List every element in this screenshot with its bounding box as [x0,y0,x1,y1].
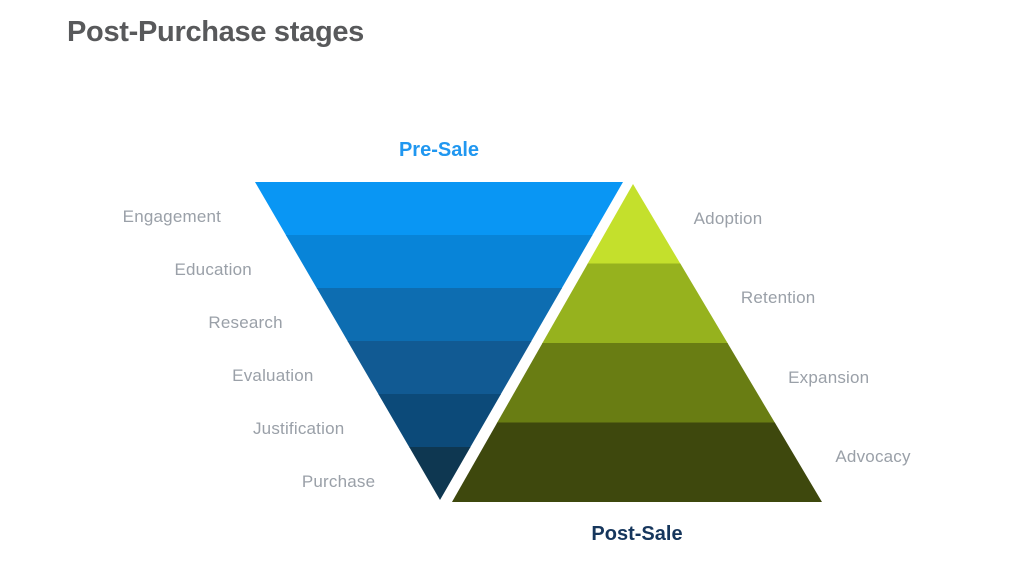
stage-label-evaluation: Evaluation [232,365,314,385]
pre-sale-band-education [285,235,593,289]
post-sale-band-retention [542,263,728,344]
pre-sale-band-evaluation [347,341,532,395]
stage-label-advocacy: Advocacy [835,447,911,467]
pre-sale-label: Pre-Sale [398,139,480,161]
stage-label-engagement: Engagement [122,206,222,226]
pre-sale-band-justification [378,394,501,448]
post-sale-band-expansion [496,343,776,424]
stage-label-education: Education [174,259,252,279]
pre-sale-band-engagement [255,182,623,236]
pre-sale-band-purchase [409,447,471,500]
post-sale-band-advocacy [452,422,822,502]
stage-label-retention: Retention [740,288,816,308]
stage-label-adoption: Adoption [693,208,763,228]
post-sale-pyramid [452,184,822,502]
stage-label-justification: Justification [252,418,345,438]
pre-sale-funnel [255,182,623,500]
post-sale-band-adoption [587,184,681,265]
page-title: Post-Purchase stages [67,16,365,48]
stage-label-expansion: Expansion [788,367,870,387]
stage-label-purchase: Purchase [301,471,376,491]
stage-label-research: Research [208,312,283,332]
post-sale-label: Post-Sale [591,523,683,545]
pre-sale-band-research [316,288,562,342]
